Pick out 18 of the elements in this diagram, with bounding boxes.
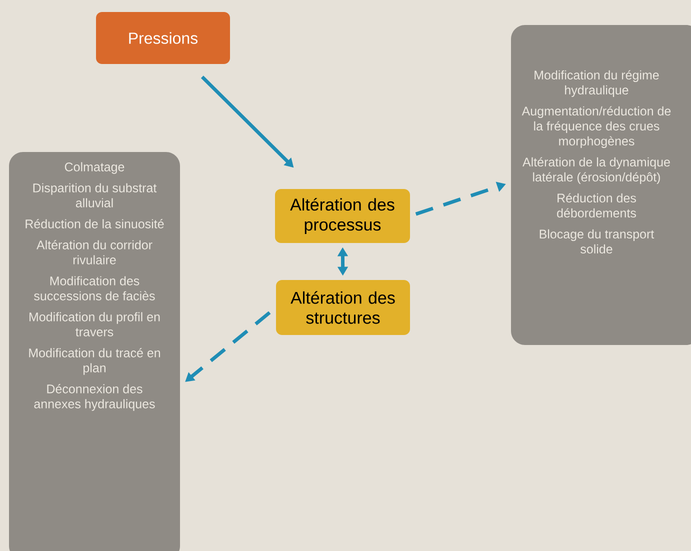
list-item: Réduction des débordements: [557, 193, 636, 218]
list-item: Disparition du substrat alluvial: [33, 183, 157, 208]
list-item: Augmentation/réduction de la fréquence des crues morphogènes: [522, 106, 671, 148]
list-item: Modification du tracé en plan: [29, 348, 160, 375]
list-item: Réduction de la sinuosité: [26, 219, 164, 228]
list-item: Modification des successions de faciès: [34, 276, 155, 300]
process-box: Altération des structures: [276, 280, 410, 335]
list-item: Modification du profil en travers: [30, 312, 160, 336]
list-item: Blocage du transport solide: [540, 229, 654, 254]
list-item: Altération du corridor rivulaire: [36, 240, 152, 264]
list-panel: [9, 152, 180, 551]
pressure-box: Pressions: [96, 12, 230, 64]
list-item: Déconnexion des annexes hydrauliques: [34, 384, 155, 411]
list-item: Altération de la dynamique latérale (érosion/dépôt): [522, 157, 670, 184]
list-panel: [511, 25, 691, 345]
list-item: Colmatage: [64, 162, 124, 174]
list-item: Modification du régime hydraulique: [534, 70, 659, 97]
process-box: Altération des processus: [275, 189, 410, 243]
